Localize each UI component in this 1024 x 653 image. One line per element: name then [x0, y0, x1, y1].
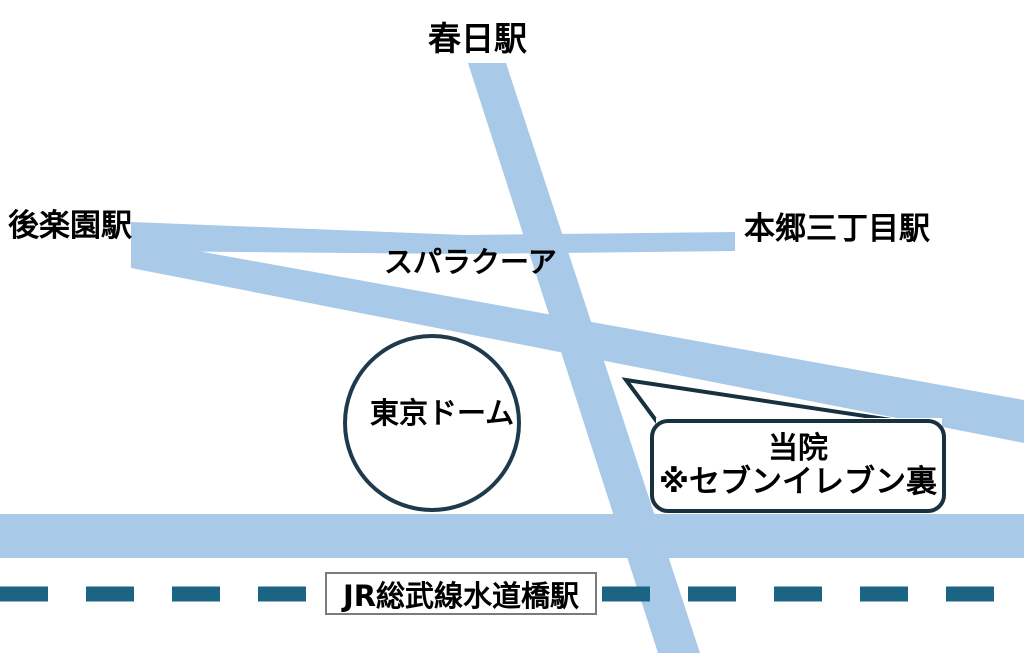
label-tokyo-dome: 東京ドーム: [370, 396, 515, 430]
clinic-callout-balloon: 当院 ※セブンイレブン裏: [650, 419, 946, 513]
label-hongo-sanchome-station: 本郷三丁目駅: [744, 211, 930, 247]
road-kasuga-dori: [468, 63, 700, 653]
callout-clinic-title: 当院: [768, 430, 828, 466]
road-network: [0, 63, 1024, 653]
jr-station-name-box: JR総武線水道橋駅: [325, 572, 597, 615]
label-spa-laqua: スパラクーア: [384, 245, 557, 279]
label-jr-sobu-suidobashi-station: JR総武線水道橋駅: [342, 578, 580, 613]
callout-clinic-note: ※セブンイレブン裏: [658, 464, 938, 501]
road-korakuen-to-hongo: [131, 222, 735, 254]
tokyo-dome-circle-icon: [343, 334, 521, 512]
road-bottom-horizontal: [0, 514, 1024, 558]
label-kasuga-station: 春日駅: [428, 19, 527, 58]
label-korakuen-station: 後楽園駅: [8, 208, 132, 244]
road-diagonal-main: [131, 239, 1024, 443]
